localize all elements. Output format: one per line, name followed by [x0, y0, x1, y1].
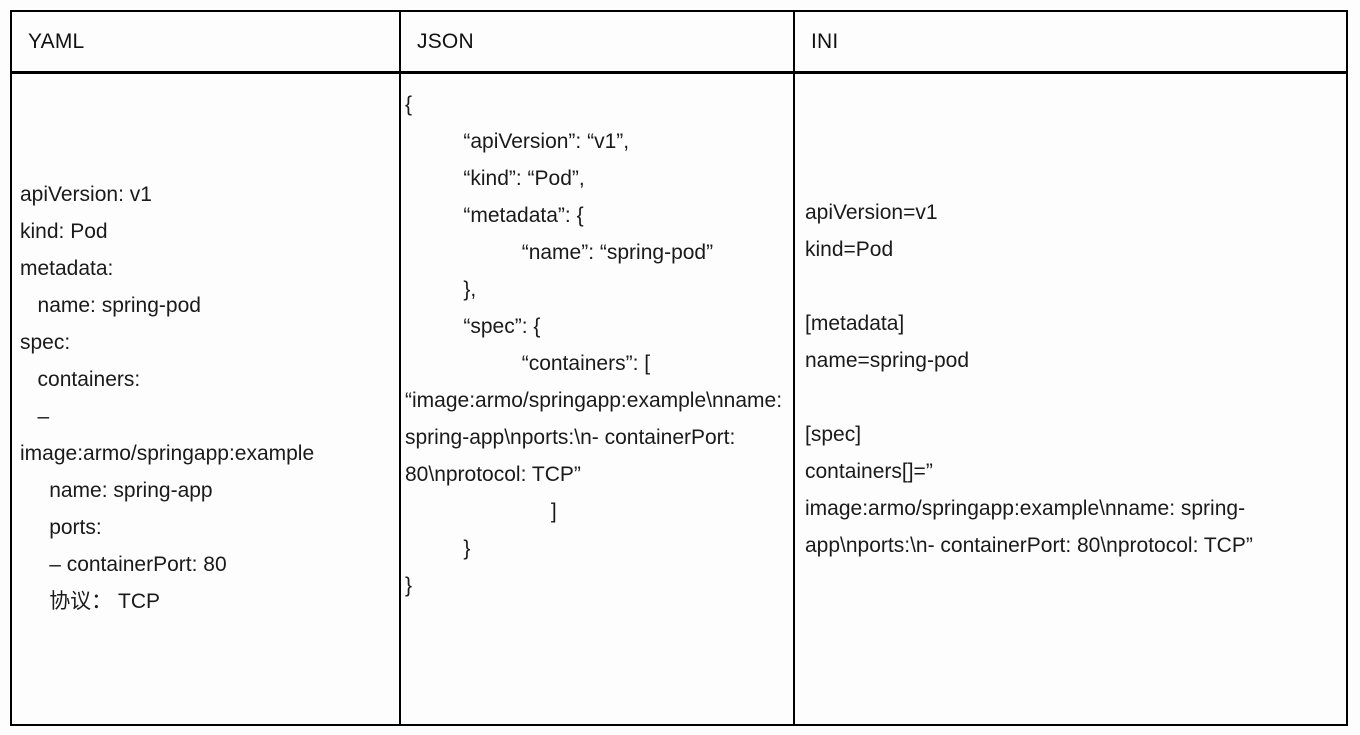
code-line: image:armo/springapp:example\nname: spri…	[805, 497, 1253, 557]
cell-ini-code: apiVersion=v1 kind=Pod [metadata] name=spr…	[795, 74, 1346, 724]
code-line: image:armo/springapp:example	[20, 442, 315, 465]
code-line: “kind”: “Pod”,	[405, 167, 585, 190]
column-header-yaml: YAML	[12, 12, 401, 71]
code-line: apiVersion=v1	[805, 201, 938, 224]
table-body-row: apiVersion: v1 kind: Pod metadata: name: s…	[12, 74, 1346, 724]
code-line: name: spring-pod	[20, 294, 201, 317]
code-line: [metadata]	[805, 312, 905, 335]
code-line: “apiVersion”: “v1”,	[405, 130, 630, 153]
code-line: containers[]=”	[805, 460, 933, 483]
code-line: – containerPort: 80	[20, 553, 227, 576]
code-line: }	[405, 574, 413, 597]
code-line: ports:	[20, 516, 102, 539]
column-header-ini: INI	[811, 29, 839, 53]
cell-yaml-code: apiVersion: v1 kind: Pod metadata: name: s…	[12, 74, 401, 724]
code-line: “spec”: {	[405, 315, 541, 338]
yaml-code-block: apiVersion: v1 kind: Pod metadata: name: s…	[12, 176, 399, 620]
code-line: “metadata”: {	[405, 204, 584, 227]
code-line: “containers”: [	[405, 352, 651, 375]
ini-code-block: apiVersion=v1 kind=Pod [metadata] name=spr…	[795, 194, 1346, 564]
code-line	[805, 379, 1328, 416]
code-line: apiVersion: v1	[20, 183, 152, 206]
code-line: spec:	[20, 331, 71, 354]
code-line: }	[405, 537, 471, 560]
code-line: [spec]	[805, 423, 862, 446]
json-code-block: { “apiVersion”: “v1”, “kind”: “Pod”, “me…	[401, 86, 793, 604]
cell-json-code: { “apiVersion”: “v1”, “kind”: “Pod”, “me…	[401, 74, 795, 724]
code-line: name=spring-pod	[805, 349, 970, 372]
code-line: },	[405, 278, 477, 301]
code-line: “image:armo/springapp:example\nname: spr…	[405, 389, 788, 486]
code-line: 协议： TCP	[20, 590, 161, 613]
code-line: metadata:	[20, 257, 114, 280]
code-line: containers:	[20, 368, 141, 391]
code-line	[805, 268, 1328, 305]
code-line: ]	[405, 500, 557, 523]
column-header-json: JSON	[401, 12, 795, 71]
format-comparison-table: YAML JSON INI apiVersion: v1 kind: Pod met…	[10, 10, 1348, 726]
code-line: name: spring-app	[20, 479, 213, 502]
code-line: –	[20, 405, 50, 428]
code-line: “name”: “spring-pod”	[405, 241, 714, 264]
code-line: kind=Pod	[805, 238, 894, 261]
code-line: kind: Pod	[20, 220, 108, 243]
table-header-row: YAML JSON INI	[12, 12, 1346, 74]
code-line: {	[405, 93, 413, 116]
